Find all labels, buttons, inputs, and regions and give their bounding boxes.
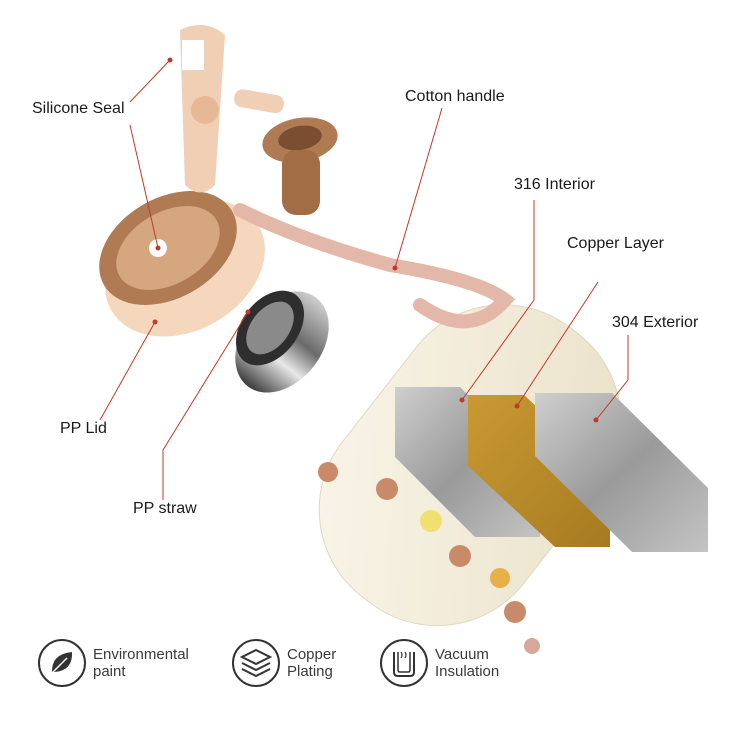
feature-line-1: Vacuum [435, 646, 489, 663]
feature-copper-plating: Copper Plating [231, 634, 336, 692]
feature-label: Environmental paint [93, 646, 189, 680]
vacuum-cup-icon [380, 639, 428, 687]
feature-label: Vacuum Insulation [435, 646, 499, 680]
pp-lid [99, 191, 265, 337]
flip-top [180, 25, 284, 193]
feature-vacuum-insulation: Vacuum Insulation [379, 634, 499, 692]
straw-cap [262, 117, 338, 215]
callout-316-interior: 316 Interior [514, 176, 595, 193]
cotton-handle-strap [233, 203, 516, 329]
bottle-neck [235, 290, 329, 393]
callout-pp-lid: PP Lid [60, 420, 107, 437]
leader-dots [152, 57, 599, 423]
feature-row: Environmental paint Copper Plating [37, 634, 597, 692]
feature-line-2: paint [93, 663, 126, 680]
callout-cotton-handle: Cotton handle [405, 88, 505, 105]
callout-304-exterior: 304 Exterior [612, 314, 699, 331]
layers-icon [232, 639, 280, 687]
feature-label: Copper Plating [287, 646, 336, 680]
feature-line-2: Insulation [435, 663, 500, 680]
feature-line-1: Copper [287, 646, 337, 663]
callout-pp-straw: PP straw [133, 500, 197, 517]
leader-lines [99, 59, 629, 500]
leaf-icon [38, 639, 86, 687]
feature-line-1: Environmental [93, 646, 189, 663]
feature-environmental-paint: Environmental paint [37, 634, 189, 692]
material-layers [395, 387, 708, 552]
callout-copper-layer: Copper Layer [567, 235, 664, 252]
feature-line-2: Plating [287, 663, 333, 680]
callout-silicone-seal: Silicone Seal [32, 100, 125, 117]
